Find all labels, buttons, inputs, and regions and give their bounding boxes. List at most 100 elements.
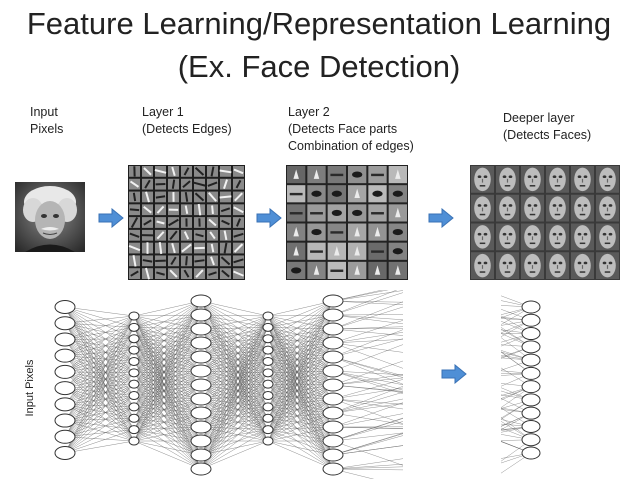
face-tile (571, 223, 594, 251)
face-tile (596, 166, 619, 193)
edge-filter-tile (129, 166, 140, 177)
edge-filter-tile (181, 268, 192, 279)
neural-network-diagram (54, 290, 541, 479)
label-layer1-line-1: Layer 1 (142, 105, 184, 119)
face-part-tile (348, 242, 367, 260)
network-node (190, 448, 212, 462)
network-nodes (54, 294, 541, 476)
network-node (190, 308, 212, 322)
face-tile (521, 194, 544, 222)
right-arrow-icon (256, 208, 282, 228)
network-node (54, 300, 76, 314)
edge-filter-tile (194, 217, 205, 228)
network-node (322, 420, 344, 434)
edge-filter-tile (233, 204, 244, 216)
network-node (521, 366, 541, 380)
edge-filter-tile (168, 204, 179, 216)
edge-filter-tile (181, 204, 192, 216)
face-part-tile (327, 166, 346, 184)
network-node (190, 392, 212, 406)
network-node (322, 322, 344, 336)
network-node (322, 336, 344, 350)
right-arrow-icon (441, 364, 467, 384)
edge-filter-tile (142, 255, 153, 267)
label-deeper: Deeper layer (Detects Faces) (503, 110, 591, 144)
edge-filter-tile (168, 255, 179, 267)
network-node (128, 436, 140, 446)
network-node (322, 378, 344, 392)
face-tile (471, 223, 494, 251)
network-node (322, 392, 344, 406)
edge-filter-tile (168, 268, 179, 279)
network-node (190, 420, 212, 434)
face-part-tile (307, 185, 326, 203)
edge-filter-tile (181, 166, 192, 177)
edge-filter-tile (129, 191, 140, 203)
label-layer2-line-1: Layer 2 (288, 105, 330, 119)
network-node (54, 332, 76, 347)
face-tile (496, 166, 519, 193)
edge-filter-tile (220, 217, 231, 228)
edge-filter-tile (219, 166, 232, 177)
network-node (521, 340, 541, 354)
face-part-tile (348, 261, 367, 279)
edge-filter-tile (219, 191, 232, 203)
network-node (521, 406, 541, 420)
right-arrow-icon (98, 208, 124, 228)
network-node (54, 364, 76, 379)
edge-filter-tile (168, 166, 179, 177)
network-node (521, 393, 541, 407)
edge-filter-tile (141, 229, 154, 241)
edge-filter-tile (168, 217, 179, 228)
network-node (322, 350, 344, 364)
edge-filter-tile (155, 178, 166, 190)
network-node (54, 413, 76, 428)
edge-filter-tile (194, 191, 205, 203)
edge-filter-tile (233, 217, 244, 228)
edge-filter-tile (207, 191, 218, 203)
network-node (322, 448, 344, 462)
face-tile (546, 223, 569, 251)
face-part-tile (287, 166, 306, 184)
edge-filter-tile (220, 242, 231, 254)
edge-filter-tile (155, 242, 166, 255)
edge-filter-tile (194, 255, 205, 267)
edge-filter-tile (233, 255, 244, 267)
edge-filter-tile (129, 204, 140, 216)
network-connections (64, 290, 532, 479)
face-tile (471, 194, 494, 222)
face-part-tile (348, 166, 367, 184)
edge-filter-tile (129, 178, 140, 190)
network-node (521, 446, 541, 460)
label-layer2-line-3: Combination of edges) (288, 139, 414, 153)
edge-filter-tile (233, 268, 244, 279)
face-tile (596, 194, 619, 222)
edge-filter-tile (220, 268, 231, 279)
face-tile (571, 252, 594, 279)
edge-filter-tile (207, 217, 218, 228)
label-deeper-line-2: (Detects Faces) (503, 128, 592, 142)
face-part-tile (327, 223, 346, 241)
edge-filter-tile (142, 204, 153, 216)
face-part-tile (287, 204, 306, 222)
label-layer1: Layer 1 (Detects Edges) (142, 104, 232, 138)
network-node (521, 300, 541, 314)
network-node (128, 402, 140, 412)
network-node (262, 425, 274, 435)
face-part-tile (348, 204, 367, 222)
face-part-tile (327, 204, 346, 222)
face-part-tile (287, 223, 306, 241)
network-node (322, 406, 344, 420)
edge-filter-tile (207, 242, 218, 254)
network-node (54, 429, 76, 444)
network-node (521, 327, 541, 341)
network-node (128, 334, 140, 344)
face-part-tile (327, 242, 346, 260)
network-node (54, 316, 76, 331)
face-part-tile (327, 185, 346, 203)
face-part-tile (348, 223, 367, 241)
network-node (128, 425, 140, 435)
edge-filter-tile (194, 229, 205, 241)
face-tile (546, 194, 569, 222)
edge-filter-tile (129, 254, 140, 267)
